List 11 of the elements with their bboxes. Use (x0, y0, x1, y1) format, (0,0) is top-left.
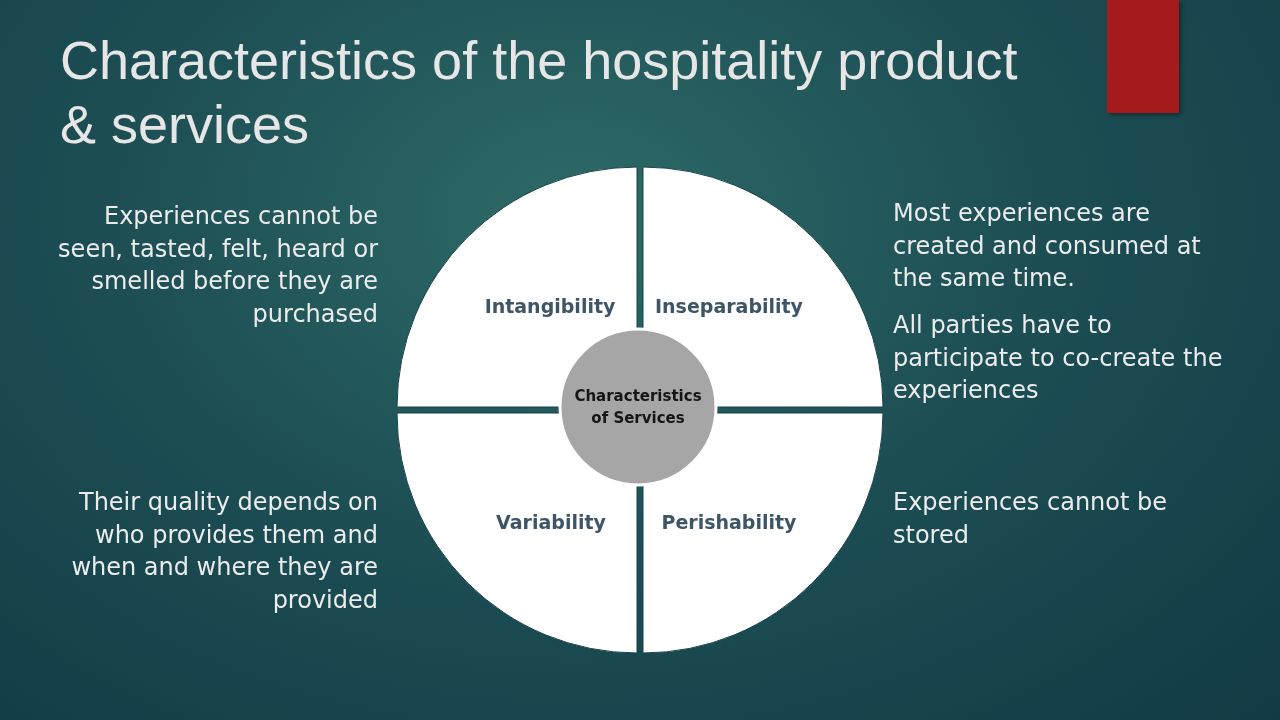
segment-label: Intangibility (484, 295, 616, 317)
segment-label: Inseparability (655, 295, 803, 317)
description-text: Experiences cannot be stored (893, 487, 1169, 551)
description-text: Their quality depends on who provides them and when and where they are provided (70, 487, 378, 616)
segment-label: Perishability (661, 511, 797, 533)
center-label: Characteristics of Services (573, 386, 703, 429)
description-text: All parties have to participate to co-create the experiences (893, 310, 1224, 406)
description-text: Experiences cannot be seen, tasted, felt, heard or smelled before they are purchased (57, 201, 378, 330)
segment-label: Variability (496, 511, 606, 533)
description-text: Most experiences are created and consumed at the same time. (893, 198, 1202, 294)
slide-title: Characteristics of the hospitality product & services (60, 29, 1019, 156)
